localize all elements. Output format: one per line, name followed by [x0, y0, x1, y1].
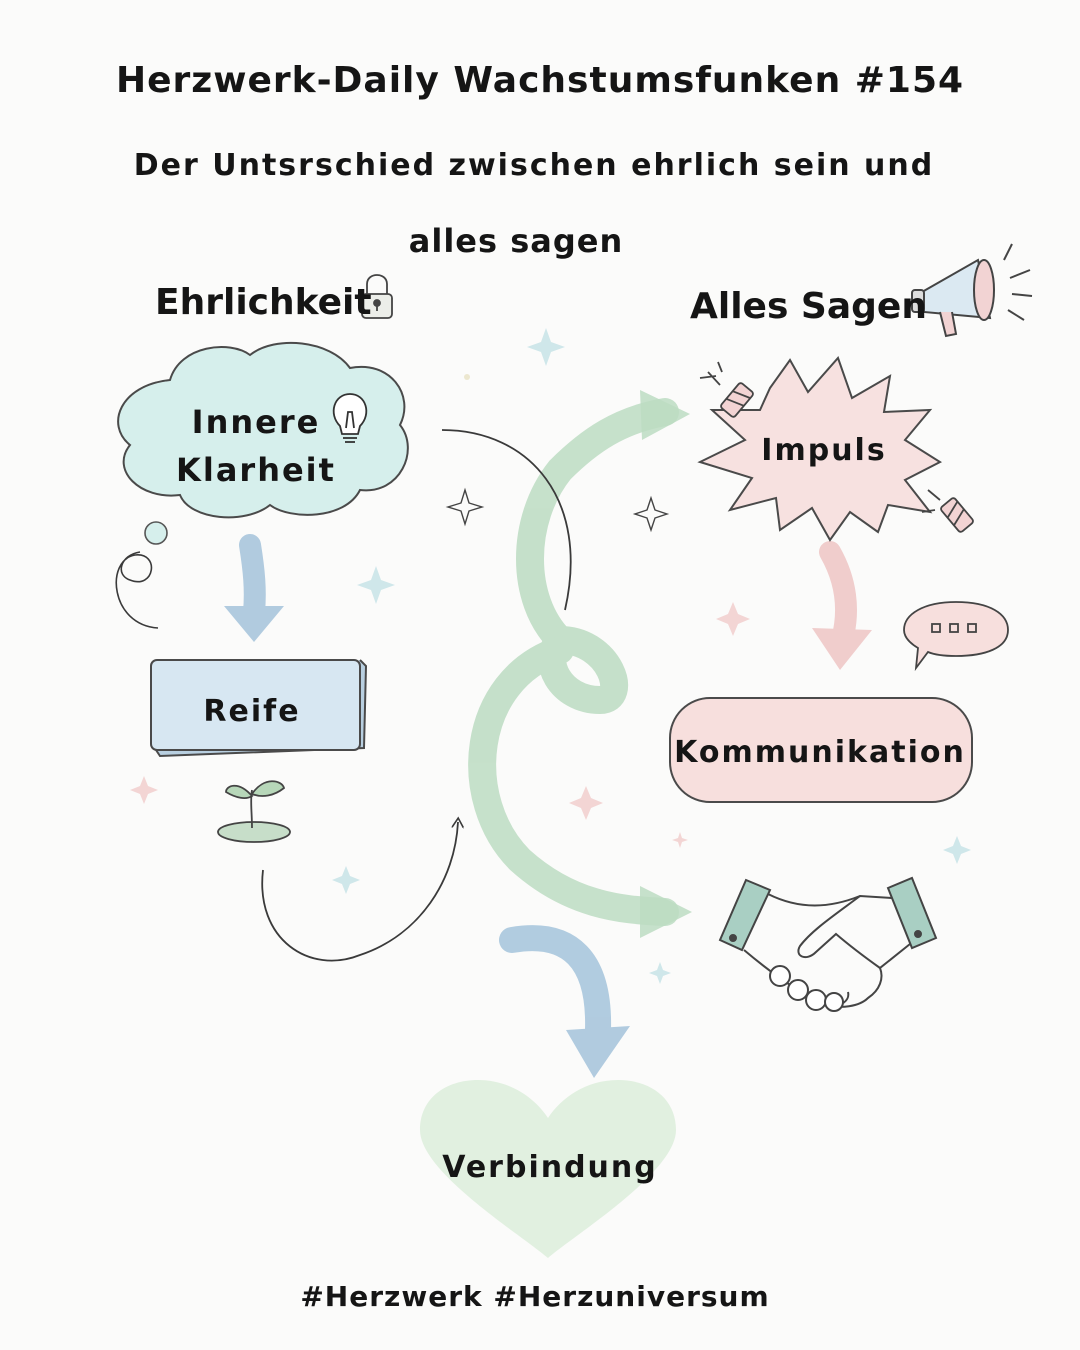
- innere-klarheit-cloud: [117, 341, 409, 519]
- impuls-label: Impuls: [761, 433, 887, 468]
- blue-arrow-verbindung: [499, 925, 630, 1078]
- megaphone-icon: [911, 243, 1033, 338]
- padlock-icon: [361, 274, 393, 319]
- firecracker-icon: [699, 361, 974, 533]
- reife-label: Reife: [203, 694, 301, 729]
- reife-box: [150, 659, 368, 758]
- verbindung-label: Verbindung: [442, 1150, 658, 1185]
- green-flow-arrows: [468, 398, 679, 926]
- sprout-icon: [217, 780, 291, 843]
- green-arrowhead-bottom: [640, 886, 692, 938]
- innere-klarheit-line-2: Klarheit: [176, 451, 336, 489]
- subtitle-line-2: alles sagen: [408, 222, 624, 260]
- cloud-dot: [144, 521, 168, 545]
- pink-arrow-kommunikation: [812, 541, 872, 670]
- green-arrowhead-top: [640, 390, 690, 440]
- handshake-icon: [718, 876, 938, 1012]
- green-arrow-to-handshake: [468, 636, 679, 926]
- alles-sagen-heading: Alles Sagen: [690, 286, 927, 327]
- blue-arrow-reife: [224, 534, 284, 642]
- cloud-swirl: [115, 551, 159, 629]
- kommunikation-pill: [669, 697, 973, 803]
- lightbulb-icon: [332, 393, 368, 443]
- verbindung-heart: [420, 1080, 676, 1258]
- impuls-burst: [697, 356, 943, 542]
- speech-bubble-icon: [903, 601, 1009, 672]
- green-arrow-to-impuls: [516, 398, 679, 654]
- page-title: Herzwerk-Daily Wachstumsfunken #154: [115, 60, 965, 101]
- thin-arrow-sprout: [261, 822, 458, 962]
- innere-klarheit-line-1: Innere: [191, 403, 321, 441]
- innere-klarheit-label: Innere Klarheit: [176, 398, 336, 494]
- ehrlichkeit-heading: Ehrlichkeit: [155, 282, 372, 323]
- thin-curve-cloud: [441, 429, 572, 611]
- sparkle-decorations: [130, 328, 971, 984]
- kommunikation-label: Kommunikation: [674, 735, 966, 770]
- footer-hashtags: #Herzwerk #Herzuniversum: [300, 1280, 770, 1313]
- subtitle-line-1: Der Untsrschied zwischen ehrlich sein un…: [133, 148, 935, 183]
